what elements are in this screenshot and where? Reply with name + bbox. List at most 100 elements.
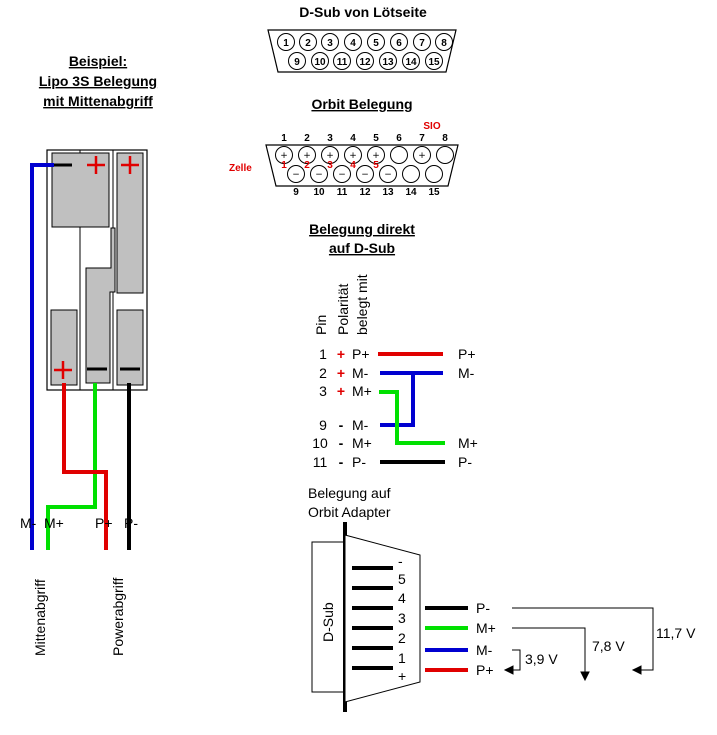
orbit-num: 5 bbox=[373, 133, 379, 144]
row-polarity: + bbox=[337, 365, 345, 381]
row-assignment: M+ bbox=[352, 435, 372, 451]
orbit-num: 14 bbox=[405, 187, 417, 198]
orbit-symbol: − bbox=[338, 170, 346, 180]
orbit-num: 12 bbox=[359, 187, 371, 198]
dsub-bottom-pins: 9 10 11 12 13 14 15 bbox=[288, 52, 443, 70]
col-polarity-header: Polarität bbox=[335, 284, 351, 335]
direct-title-line2: auf D-Sub bbox=[329, 240, 395, 256]
row-pin: 3 bbox=[319, 383, 327, 399]
example-title-line1: Beispiel: bbox=[69, 53, 127, 69]
adapter-output-labels: P- M+ M- P+ bbox=[476, 600, 496, 678]
cell-3-block bbox=[116, 152, 144, 294]
adapter-output-label: M+ bbox=[476, 620, 496, 636]
powerabgriff-label: Powerabgriff bbox=[110, 578, 126, 656]
dsub-pin-12: 12 bbox=[359, 57, 371, 68]
orbit-num: 10 bbox=[313, 187, 325, 198]
row-output: M+ bbox=[458, 435, 478, 451]
row-output: M- bbox=[458, 365, 475, 381]
col-belegt-header: belegt mit bbox=[354, 274, 370, 335]
wire-m-plus bbox=[379, 390, 445, 445]
orbit-top-pins: + + + + + + bbox=[275, 146, 454, 164]
row-polarity: + bbox=[337, 346, 345, 362]
example-title-line3: mit Mittenabgriff bbox=[43, 93, 153, 109]
orbit-symbol: − bbox=[384, 170, 392, 180]
adapter-pins bbox=[352, 566, 393, 670]
adapter-title-line1: Belegung auf bbox=[308, 485, 391, 501]
adapter-output-wires bbox=[425, 606, 468, 672]
adapter-dsub-label: D-Sub bbox=[320, 602, 336, 642]
orbit-zelle: Zelle bbox=[229, 163, 252, 174]
dsub-pin-10: 10 bbox=[314, 57, 326, 68]
dsub-pin-14: 14 bbox=[405, 57, 417, 68]
row-assignment: P- bbox=[352, 454, 366, 470]
orbit-cell-numbers: 1 2 3 4 5 bbox=[281, 160, 379, 171]
row-pin: 2 bbox=[319, 365, 327, 381]
row-polarity: - bbox=[339, 417, 344, 433]
example-title-line2: Lipo 3S Belegung bbox=[39, 73, 157, 89]
orbit-symbol: − bbox=[315, 170, 323, 180]
dsub-pin-15: 15 bbox=[428, 57, 440, 68]
direct-rows: 1 + P+ P+ 2 + M- M- 3 + M+ 9 - M- 10 - M… bbox=[312, 346, 478, 470]
orbit-symbol: − bbox=[292, 170, 300, 180]
dsub-pin-6: 6 bbox=[396, 38, 402, 49]
direct-row: 11 - P- P- bbox=[313, 454, 473, 470]
orbit-cell-num: 1 bbox=[281, 160, 287, 171]
wire-blue bbox=[30, 163, 54, 550]
orbit-bottom-pins: − − − − − bbox=[287, 165, 443, 183]
adapter-output-label: M- bbox=[476, 642, 493, 658]
dsub-pin-4: 4 bbox=[350, 38, 356, 49]
orbit-top-numbers: 1 2 3 4 5 6 7 8 bbox=[281, 133, 448, 144]
battery-label-m-plus: M+ bbox=[44, 515, 64, 531]
row-pin: 1 bbox=[319, 346, 327, 362]
orbit-symbol: + bbox=[418, 151, 426, 161]
orbit-cell-num: 5 bbox=[373, 160, 379, 171]
row-output: P- bbox=[458, 454, 472, 470]
adapter-dsub-body bbox=[311, 541, 346, 693]
row-pin: 11 bbox=[313, 454, 328, 470]
row-assignment: P+ bbox=[352, 346, 370, 362]
orbit-symbol: + bbox=[280, 151, 288, 161]
row-assignment: M- bbox=[352, 417, 369, 433]
dsub-pin-1: 1 bbox=[283, 38, 289, 49]
dsub-pin-13: 13 bbox=[382, 57, 394, 68]
orbit-num: 2 bbox=[304, 133, 310, 144]
orbit-symbol: − bbox=[361, 170, 369, 180]
example-title: Beispiel: Lipo 3S Belegung mit Mittenabg… bbox=[39, 53, 157, 109]
orbit-num: 4 bbox=[350, 133, 356, 144]
battery-label-m-minus: M- bbox=[20, 515, 37, 531]
orbit-symbol: + bbox=[326, 151, 334, 161]
dsub-pin-9: 9 bbox=[294, 57, 300, 68]
dsub-pin-7: 7 bbox=[419, 38, 425, 49]
row-assignment: M- bbox=[352, 365, 369, 381]
row-polarity: - bbox=[339, 435, 344, 451]
voltage-11-7: 11,7 V bbox=[656, 625, 696, 641]
direct-row: 2 + M- M- bbox=[319, 365, 475, 381]
row-pin: 9 bbox=[319, 417, 327, 433]
voltage-7-8: 7,8 V bbox=[592, 638, 625, 654]
battery-wires bbox=[30, 163, 131, 550]
dsub-pin-11: 11 bbox=[337, 57, 348, 68]
orbit-bottom-numbers: 9 10 11 12 13 14 15 bbox=[293, 187, 440, 198]
dsub-title: D-Sub von Lötseite bbox=[299, 4, 427, 20]
adapter-pin-label: - bbox=[398, 553, 403, 569]
orbit-num: 15 bbox=[428, 187, 440, 198]
orbit-cell-num: 4 bbox=[350, 160, 356, 171]
dsub-pin-2: 2 bbox=[305, 38, 311, 49]
dsub-top-pins: 1 2 3 4 5 6 7 8 bbox=[277, 33, 453, 51]
orbit-symbol: + bbox=[372, 151, 380, 161]
voltage-3-9: 3,9 V bbox=[525, 651, 558, 667]
row-assignment: M+ bbox=[352, 383, 372, 399]
direct-row: 1 + P+ P+ bbox=[319, 346, 475, 362]
adapter-pin-label: 1 bbox=[398, 650, 406, 666]
direct-row: 3 + M+ bbox=[319, 383, 372, 399]
row-polarity: - bbox=[339, 454, 344, 470]
wire-red bbox=[62, 383, 108, 550]
col-pin-header: Pin bbox=[313, 315, 329, 335]
direct-wires bbox=[378, 352, 445, 464]
orbit-num: 8 bbox=[442, 133, 448, 144]
adapter-pin-label: 3 bbox=[398, 610, 406, 626]
voltage-arrows bbox=[503, 607, 654, 682]
mittenabgriff-label: Mittenabgriff bbox=[32, 579, 48, 656]
adapter-output-label: P- bbox=[476, 600, 490, 616]
orbit-cell-num: 2 bbox=[304, 160, 310, 171]
